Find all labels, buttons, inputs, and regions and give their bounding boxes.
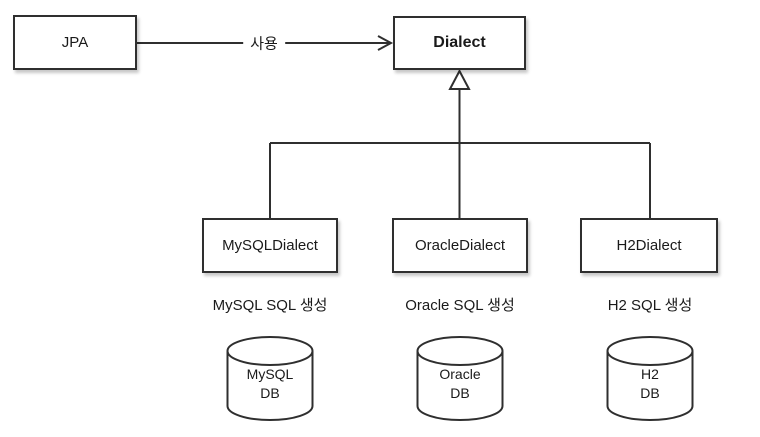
mysql-caption: MySQL SQL 생성 — [212, 297, 328, 314]
oracle-db-label-line1: Oracle — [439, 366, 481, 382]
generalization-triangle-icon — [448, 68, 471, 90]
usage-edge-label: 사용 — [243, 32, 285, 54]
mysql-dialect-node: MySQLDialect — [202, 218, 338, 273]
mysql-db-label: MySQL DB — [247, 365, 294, 403]
h2-db-label-line1: H2 — [641, 366, 659, 382]
mysql-db-label-line1: MySQL — [246, 366, 294, 382]
jpa-node: JPA — [13, 15, 137, 70]
dialect-node-label: Dialect — [433, 34, 486, 51]
jpa-node-label: JPA — [61, 34, 89, 51]
dialect-node: Dialect — [393, 16, 526, 70]
oracle-dialect-node: OracleDialect — [392, 218, 528, 273]
oracle-db-cylinder-icon — [416, 336, 504, 421]
h2-db-label: H2 DB — [640, 365, 659, 403]
usage-arrowhead-icon — [377, 35, 394, 51]
oracle-caption: Oracle SQL 생성 — [405, 297, 515, 314]
h2-dialect-node-label: H2Dialect — [616, 237, 682, 254]
h2-db-label-line2: DB — [640, 385, 660, 401]
mysql-dialect-node-label: MySQLDialect — [222, 237, 318, 254]
mysql-db-cylinder-icon — [226, 336, 314, 421]
mysql-db-label-line2: DB — [260, 385, 280, 401]
oracle-dialect-node-label: OracleDialect — [414, 237, 506, 254]
h2-caption: H2 SQL 생성 — [607, 297, 693, 314]
h2-dialect-node: H2Dialect — [580, 218, 718, 273]
oracle-db-label-line2: DB — [450, 385, 470, 401]
oracle-db-label: Oracle DB — [439, 365, 480, 403]
h2-db-cylinder-icon — [606, 336, 694, 421]
